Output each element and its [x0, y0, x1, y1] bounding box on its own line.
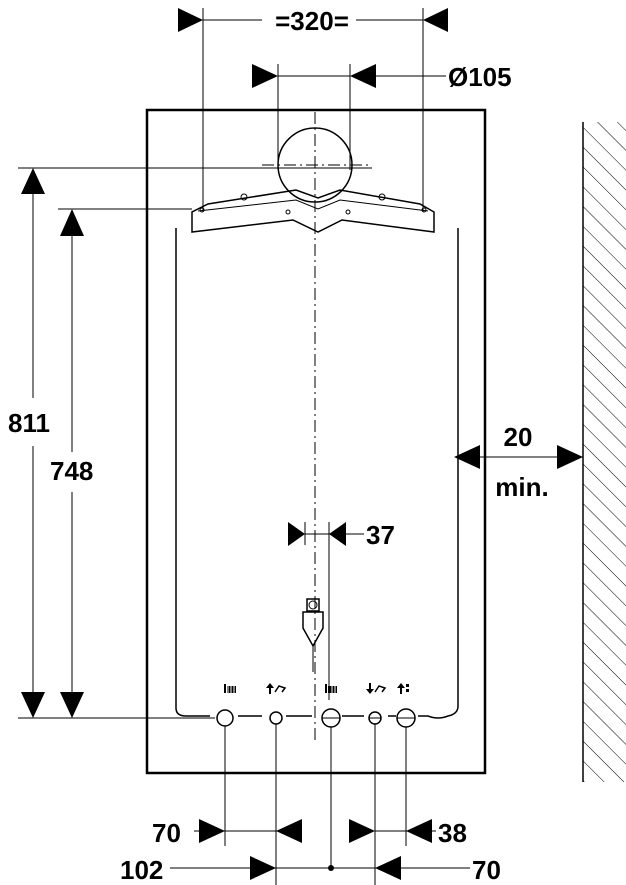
hot-water-pipe	[269, 711, 283, 725]
mounting-bracket	[191, 189, 435, 233]
dimension-pipe-spacing-right: 38	[349, 818, 467, 848]
dimension-pipe-spacing-right-label: 38	[438, 818, 467, 848]
connection-symbols	[224, 683, 409, 694]
dimension-pipe-spacing-bottom: 102 70	[120, 855, 501, 885]
dimension-total-height: 811	[8, 167, 372, 719]
dimension-flue-diameter-label: Ø105	[448, 62, 512, 92]
dimension-bracket-height: 748	[50, 208, 192, 718]
heating-flow-pipe	[216, 709, 234, 727]
boiler-body	[175, 228, 459, 719]
dimension-bracket-width-label: =320=	[275, 6, 349, 36]
dimension-flue-diameter: Ø105	[252, 62, 512, 170]
boiler-outline	[145, 108, 487, 775]
dimension-pipe-spacing-bottom-right-label: 70	[472, 855, 501, 885]
hot-water-icon	[266, 683, 287, 694]
heating-return-icon	[397, 683, 409, 694]
dimension-center-offset: 37	[288, 520, 395, 700]
dimension-pipe-spacing-left: 70	[152, 818, 302, 848]
cold-water-icon	[366, 683, 387, 694]
wall	[582, 122, 626, 782]
dimension-bracket-height-label: 748	[50, 456, 93, 486]
dimension-side-clearance: 20 min.	[454, 422, 583, 502]
dimension-center-offset-label: 37	[366, 520, 395, 550]
dimension-total-height-label: 811	[8, 408, 50, 438]
heating-flow-icon	[224, 684, 236, 693]
dimension-side-clearance-unit: min.	[495, 472, 548, 502]
dimension-bottom-extension-lines	[224, 724, 407, 885]
pipe-connections	[216, 708, 416, 728]
gas-icon	[325, 684, 337, 693]
dimension-pipe-spacing-left-label: 70	[152, 818, 181, 848]
gas-valve	[302, 598, 324, 672]
dimension-side-clearance-value: 20	[504, 422, 533, 452]
dimension-bracket-width: =320=	[178, 6, 448, 212]
dimension-pipe-spacing-bottom-left-label: 102	[120, 855, 163, 885]
